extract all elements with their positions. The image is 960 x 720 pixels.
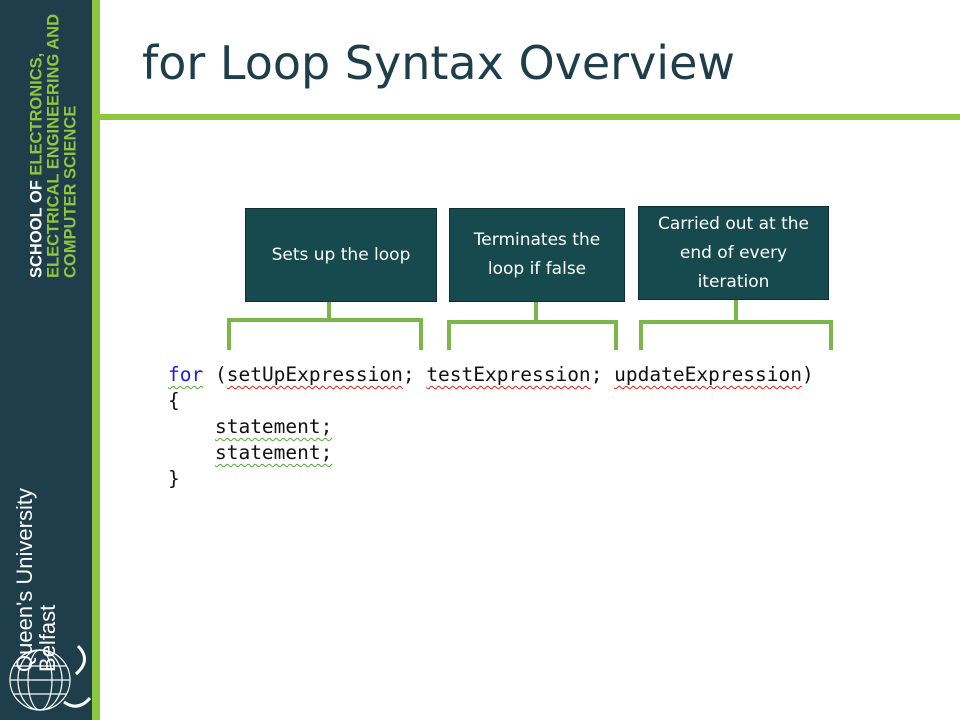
school-line-1-white: SCHOOL OF xyxy=(27,175,46,278)
setup-bracket xyxy=(227,302,423,350)
school-line-1: SCHOOL OF ELECTRONICS, xyxy=(27,0,46,278)
separator-1: ; xyxy=(402,363,427,386)
statement-line-1: statement; xyxy=(214,415,333,438)
test-expression: testExpression xyxy=(426,363,591,386)
setup-expression: setUpExpression xyxy=(226,363,403,386)
open-paren: ( xyxy=(203,363,227,386)
update-bracket xyxy=(639,300,833,350)
statement-line-2: statement; xyxy=(214,441,333,464)
university-crest-icon xyxy=(9,644,92,711)
update-expression: updateExpression xyxy=(614,363,803,386)
school-name: SCHOOL OF ELECTRONICS, ELECTRICAL ENGINE… xyxy=(27,0,80,278)
code-block: for (setUpExpression; testExpression; up… xyxy=(168,362,814,492)
close-brace: } xyxy=(168,467,180,490)
setup-explanation-box: Sets up the loop xyxy=(245,208,437,302)
sidebar-accent-stripe xyxy=(92,0,100,720)
school-line-3: COMPUTER SCIENCE xyxy=(61,105,80,278)
title-divider xyxy=(100,114,960,120)
close-paren: ) xyxy=(802,363,814,386)
update-explanation-box: Carried out at the end of every iteratio… xyxy=(638,206,829,300)
separator-2: ; xyxy=(590,363,615,386)
page-title: for Loop Syntax Overview xyxy=(142,36,736,90)
for-keyword: for xyxy=(168,363,204,386)
sidebar xyxy=(0,0,96,720)
school-line-2: ELECTRICAL ENGINEERING AND xyxy=(44,13,63,278)
open-brace: { xyxy=(168,389,180,412)
school-line-1-green: ELECTRONICS, xyxy=(27,52,46,176)
test-explanation-box: Terminates the loop if false xyxy=(449,208,625,302)
test-bracket xyxy=(447,302,618,350)
